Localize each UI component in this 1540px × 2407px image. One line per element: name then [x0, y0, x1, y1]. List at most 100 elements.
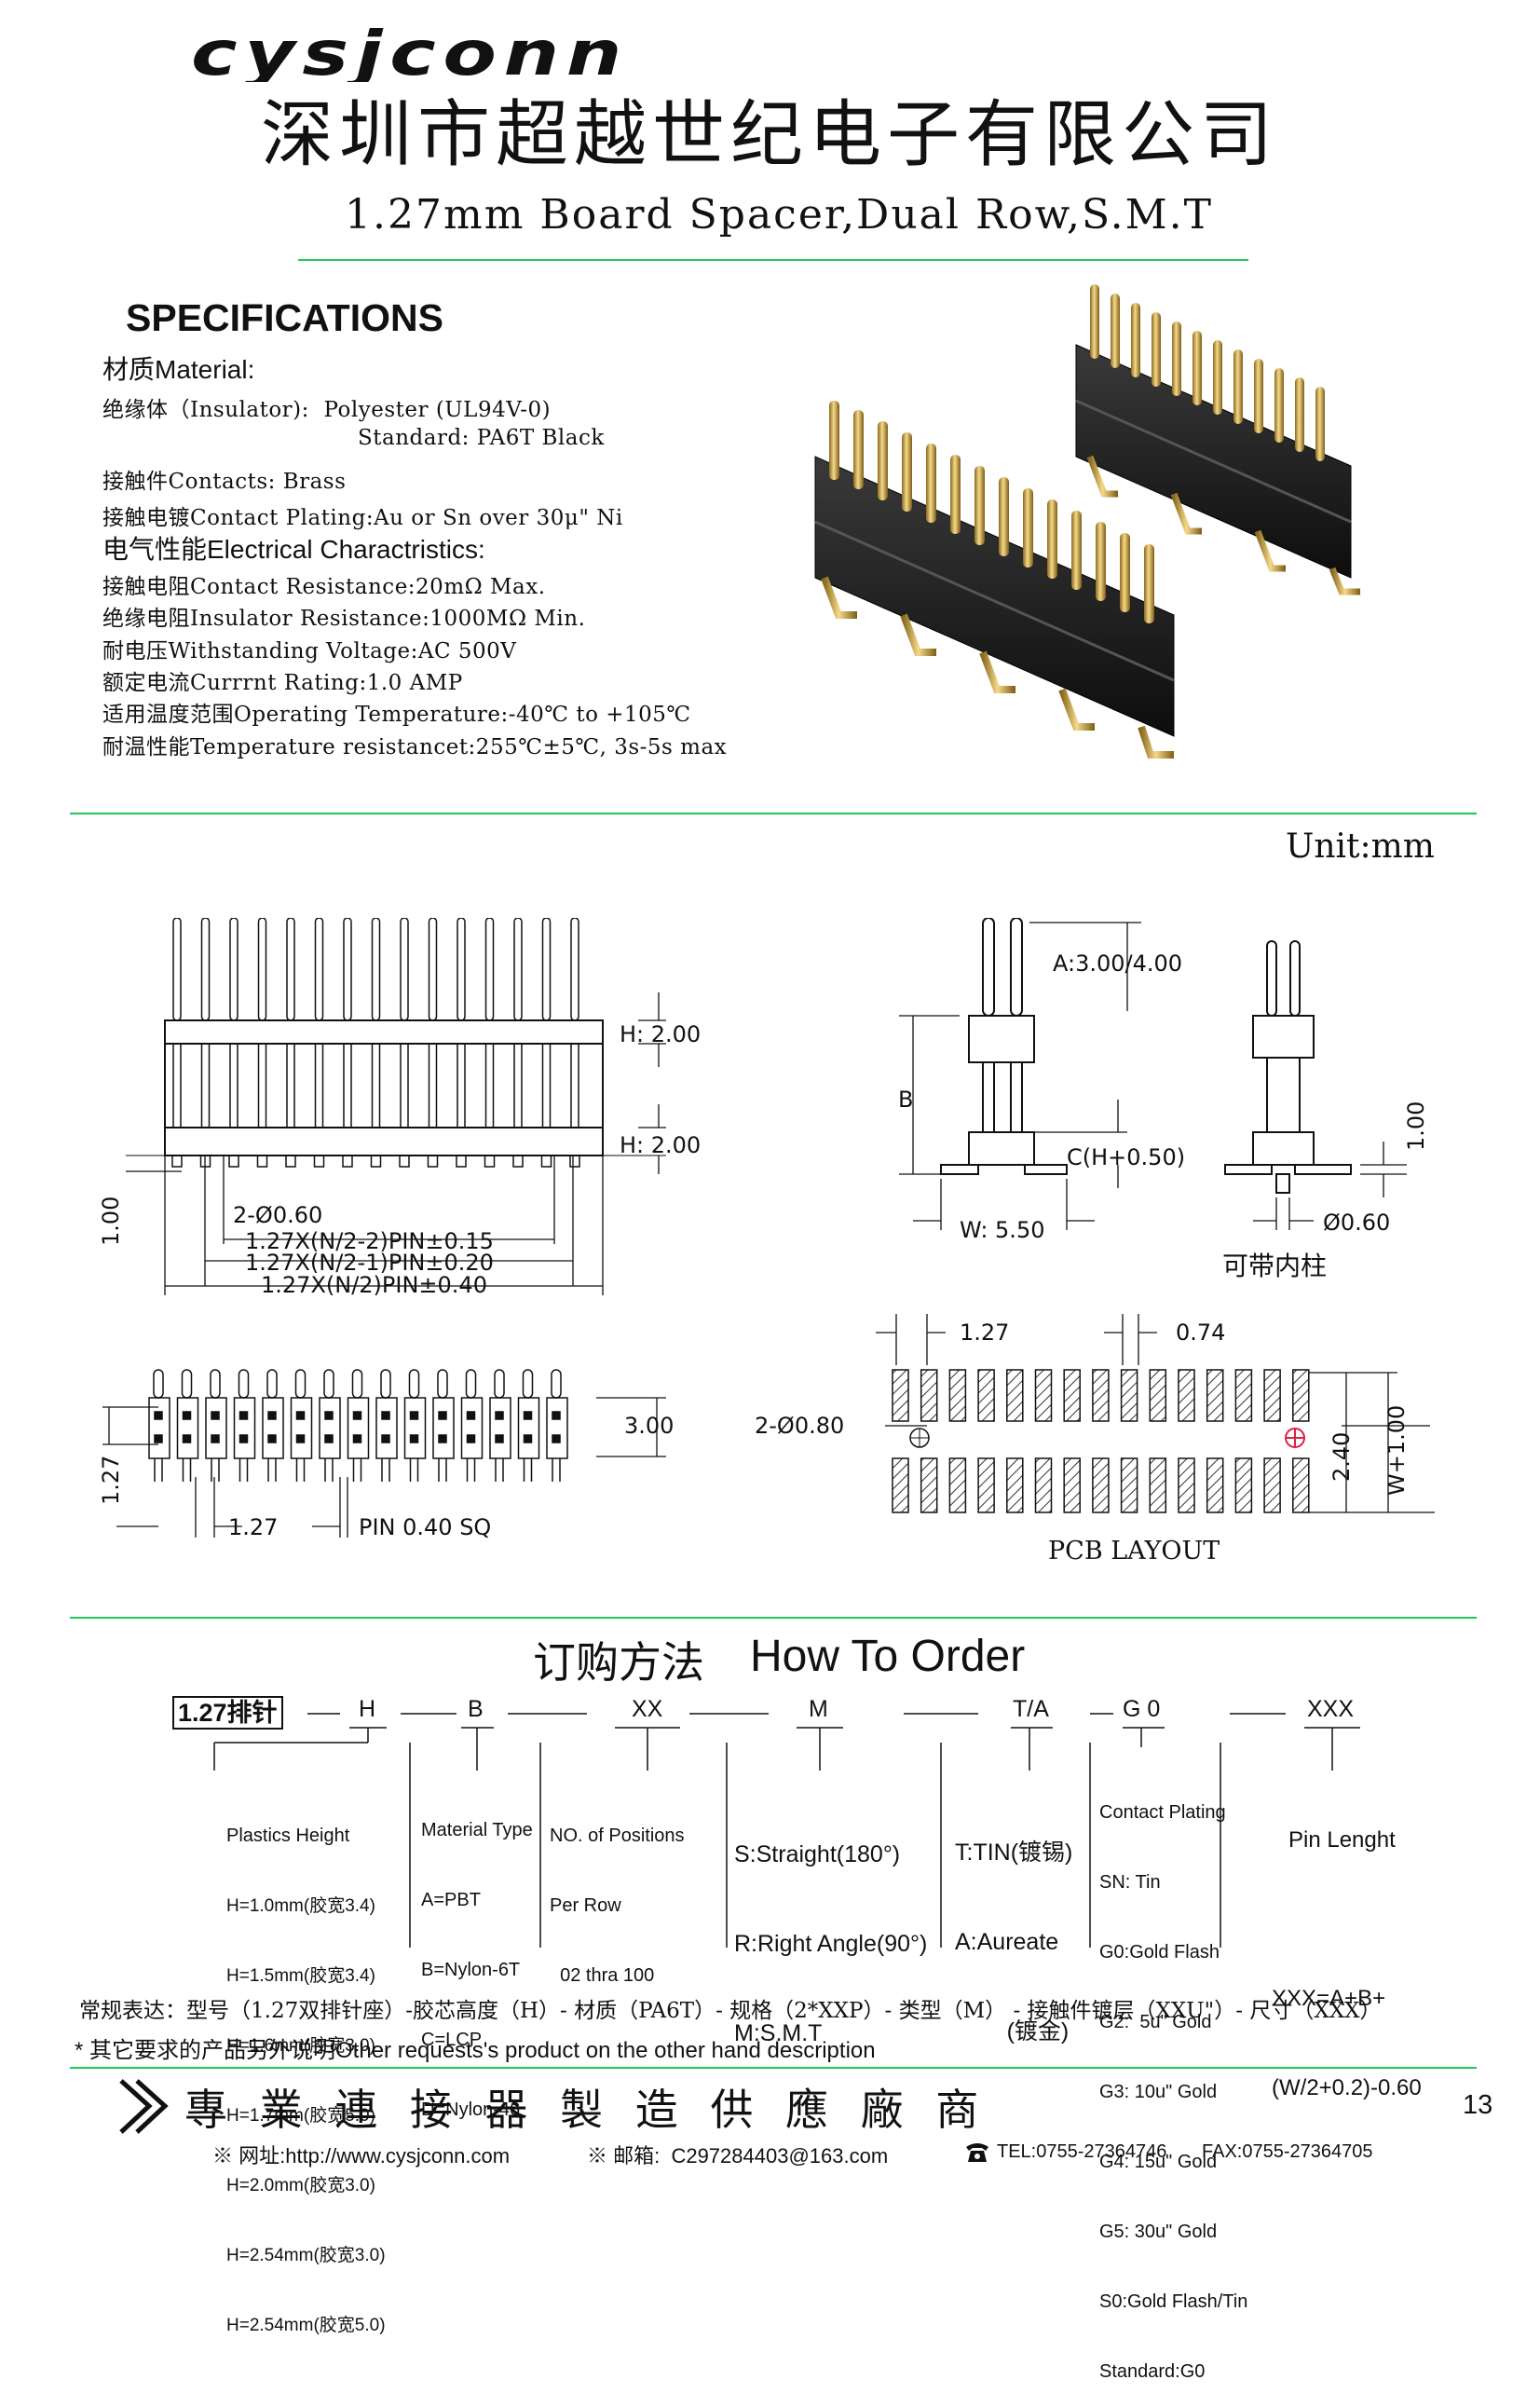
- footer-tel: TEL:0755-27364746: [997, 2141, 1167, 2162]
- spec-plating: 接触电镀Contact Plating:Au or Sn over 30μ" N…: [102, 506, 623, 530]
- code-b: B: [468, 1696, 484, 1722]
- pcb-layout-drawing: 1.27 0.74 2-Ø0.80 2.40 W+1.00 PCB LAYOUT: [745, 1309, 1435, 1574]
- front-view-drawing: H: 2.00 H: 2.00 2-Ø0.60 1.27X(N/2-2)PIN±…: [89, 917, 741, 1313]
- spec-withstanding: 耐电压Withstanding Voltage:AC 500V: [102, 639, 517, 663]
- height-dim-lower: H: 2.00: [620, 1132, 701, 1158]
- code-m: M: [809, 1696, 828, 1722]
- span-dim-b: 1.27X(N/2-1)PIN±0.20: [245, 1250, 494, 1276]
- pcb-hole-dim: 2-Ø0.80: [755, 1413, 844, 1439]
- electrical-heading: 电气性能Electrical Charactristics:: [102, 535, 485, 564]
- hole-dim-label: 2-Ø0.60: [233, 1202, 322, 1228]
- width-dim-label: W: 5.50: [960, 1217, 1044, 1243]
- spec-temperature: 适用温度范围Operating Temperature:-40℃ to +105…: [102, 703, 691, 727]
- vertical-dim-100: 1.00: [98, 1197, 124, 1246]
- footer-website: ※ 网址:http://www.cysjconn.com: [212, 2144, 511, 2168]
- plastic-height-option: H=1.0mm(胶宽3.4): [226, 1896, 375, 1916]
- spec-temperature-resistance: 耐温性能Temperature resistancet:255℃±5℃, 3s-…: [102, 735, 728, 759]
- contact-plating-option: G0:Gold Flash: [1099, 1942, 1220, 1963]
- plastic-height-option: H=1.7mm(胶宽5.0): [226, 2106, 375, 2126]
- tin-option: A:Aureate: [955, 1929, 1059, 1955]
- height-dim-upper: H: 2.00: [620, 1021, 701, 1047]
- spec-insulator-standard: Standard: PA6T Black: [358, 426, 605, 450]
- material-type-option: D=Nylon-46: [421, 2099, 521, 2120]
- spec-contacts: 接触件Contacts: Brass: [102, 470, 347, 494]
- material-type-option: A=PBT: [421, 1890, 481, 1910]
- material-type-heading: Material Type: [421, 1820, 533, 1840]
- specs-heading: SPECIFICATIONS: [126, 296, 443, 339]
- side-height-100: 1.00: [1403, 1101, 1429, 1151]
- span-dim-a: 1.27X(N/2-2)PIN±0.15: [245, 1228, 494, 1254]
- code-xx: XX: [632, 1696, 663, 1722]
- plastic-height-option: H=1.5mm(胶宽3.4): [226, 1966, 375, 1986]
- type-option: R:Right Angle(90°): [734, 1931, 928, 1957]
- contact-plating-list: Contact Plating SN: Tin G0:Gold Flash G2…: [1099, 1755, 1247, 2407]
- side-view-drawing: A:3.00/4.00 B C(H+0.50) W: 5.50 1.00 Ø0.…: [885, 917, 1463, 1294]
- footer-rule: [70, 2067, 1477, 2069]
- specs-rule: [70, 813, 1477, 814]
- pin-length-info: Pin Lenght XXX=A+B+ (W/2+0.2)-0.60: [1272, 1766, 1422, 2133]
- footer-fax: FAX:0755-27364705: [1202, 2141, 1373, 2162]
- type-options: S:Straight(180°) R:Right Angle(90°) M:S.…: [734, 1780, 927, 2078]
- code-xxx: XXX: [1307, 1696, 1355, 1722]
- contact-plating-heading: Contact Plating: [1099, 1802, 1226, 1823]
- tin-option: (镀金): [955, 2018, 1070, 2045]
- positions-info: NO. of Positions Per Row 02 thra 100: [550, 1778, 685, 2011]
- spec-insulator: 绝缘体（Insulator): Polyester (UL94V-0): [102, 398, 552, 422]
- logo-text: cysjconn: [191, 28, 629, 82]
- tin-option: T:TIN(镀锡): [955, 1839, 1073, 1866]
- b-dim-label: B: [898, 1087, 913, 1113]
- top-width-dim: 3.00: [624, 1413, 674, 1439]
- col-pitch-dim: 1.27: [228, 1514, 278, 1540]
- contact-plating-standard: Standard:G0: [1099, 2361, 1206, 2382]
- contact-plating-option: SN: Tin: [1099, 1872, 1161, 1893]
- positions-range: 02 thra 100: [550, 1965, 655, 1986]
- material-type-list: Material Type A=PBT B=Nylon-6T C=LCP D=N…: [421, 1772, 533, 2145]
- footer-slogan: 專 業 連 接 器 製 造 供 應 廠 商: [184, 2085, 988, 2135]
- code-g0: G 0: [1123, 1696, 1161, 1722]
- top-view-drawing: 3.00 1.27 1.27 PIN 0.40 SQ: [89, 1356, 694, 1555]
- product-title: 1.27mm Board Spacer,Dual Row,S.M.T: [345, 191, 1213, 239]
- header-rule: [298, 259, 1248, 261]
- code-h: H: [359, 1696, 376, 1722]
- positions-heading: NO. of Positions: [550, 1826, 685, 1846]
- plastic-height-list: Plastics Height H=1.0mm(胶宽3.4) H=1.5mm(胶…: [226, 1778, 386, 2360]
- plastic-height-heading: Plastics Height: [226, 1826, 350, 1846]
- pcb-row-dim: 2.40: [1329, 1432, 1355, 1482]
- product-photo: [783, 270, 1388, 796]
- chevron-icon: [116, 2076, 177, 2140]
- contact-plating-option: G5: 30u" Gold: [1099, 2222, 1218, 2242]
- spec-contact-resistance: 接触电阻Contact Resistance:20mΩ Max.: [102, 575, 546, 599]
- c-dim-label: C(H+0.50): [1067, 1144, 1185, 1170]
- material-type-option: C=LCP: [421, 2030, 483, 2050]
- pin-length-spacer: [1272, 1915, 1422, 1924]
- type-option: S:Straight(180°): [734, 1841, 901, 1867]
- unit-label: Unit:mm: [1286, 827, 1435, 866]
- pin-length-heading: Pin Lenght: [1288, 1827, 1396, 1853]
- company-logo: cysjconn: [191, 18, 634, 89]
- spec-insulator-resistance: 绝缘电阻Insulator Resistance:1000MΩ Min.: [102, 607, 586, 631]
- plastic-height-option: H=1.6mm(胶宽3.0): [226, 2036, 375, 2056]
- post-diameter-label: Ø0.60: [1323, 1210, 1390, 1236]
- spec-current: 额定电流Currrnt Rating:1.0 AMP: [102, 671, 463, 695]
- order-title-en: How To Order: [750, 1632, 1026, 1681]
- plastic-height-option: H=2.54mm(胶宽3.0): [226, 2246, 386, 2265]
- plastic-height-option: H=2.0mm(胶宽3.0): [226, 2176, 375, 2195]
- pin-square-dim: PIN 0.40 SQ: [359, 1514, 491, 1540]
- tin-options: T:TIN(镀锡) A:Aureate (镀金): [955, 1778, 1072, 2076]
- part-prefix-box: 1.27排针: [172, 1696, 283, 1730]
- contact-plating-option: G3: 10u" Gold: [1099, 2082, 1218, 2102]
- span-dim-c: 1.27X(N/2)PIN±0.40: [261, 1272, 487, 1298]
- pcb-w-dim: W+1.00: [1383, 1405, 1410, 1496]
- positions-per-row: Per Row: [550, 1895, 621, 1916]
- contact-plating-option: S0:Gold Flash/Tin: [1099, 2291, 1248, 2312]
- connector-back: [1075, 284, 1360, 595]
- type-option: M:S.M.T: [734, 2020, 823, 2046]
- page-number: 13: [1463, 2090, 1493, 2120]
- code-ta: T/A: [1013, 1696, 1049, 1722]
- company-name: 深圳市超越世纪电子有限公司: [261, 93, 1279, 177]
- footer-email: ※ 邮箱: C297284403@163.com: [587, 2144, 889, 2168]
- regular-expression-note: 常规表达：型号（1.27双排针座）-胶芯高度（H）- 材质（PA6T）- 规格（…: [79, 1999, 1382, 2023]
- inner-post-note: 可带内柱: [1222, 1251, 1327, 1281]
- pcb-pitch-dim: 1.27: [960, 1320, 1009, 1346]
- row-pitch-dim: 1.27: [98, 1456, 124, 1505]
